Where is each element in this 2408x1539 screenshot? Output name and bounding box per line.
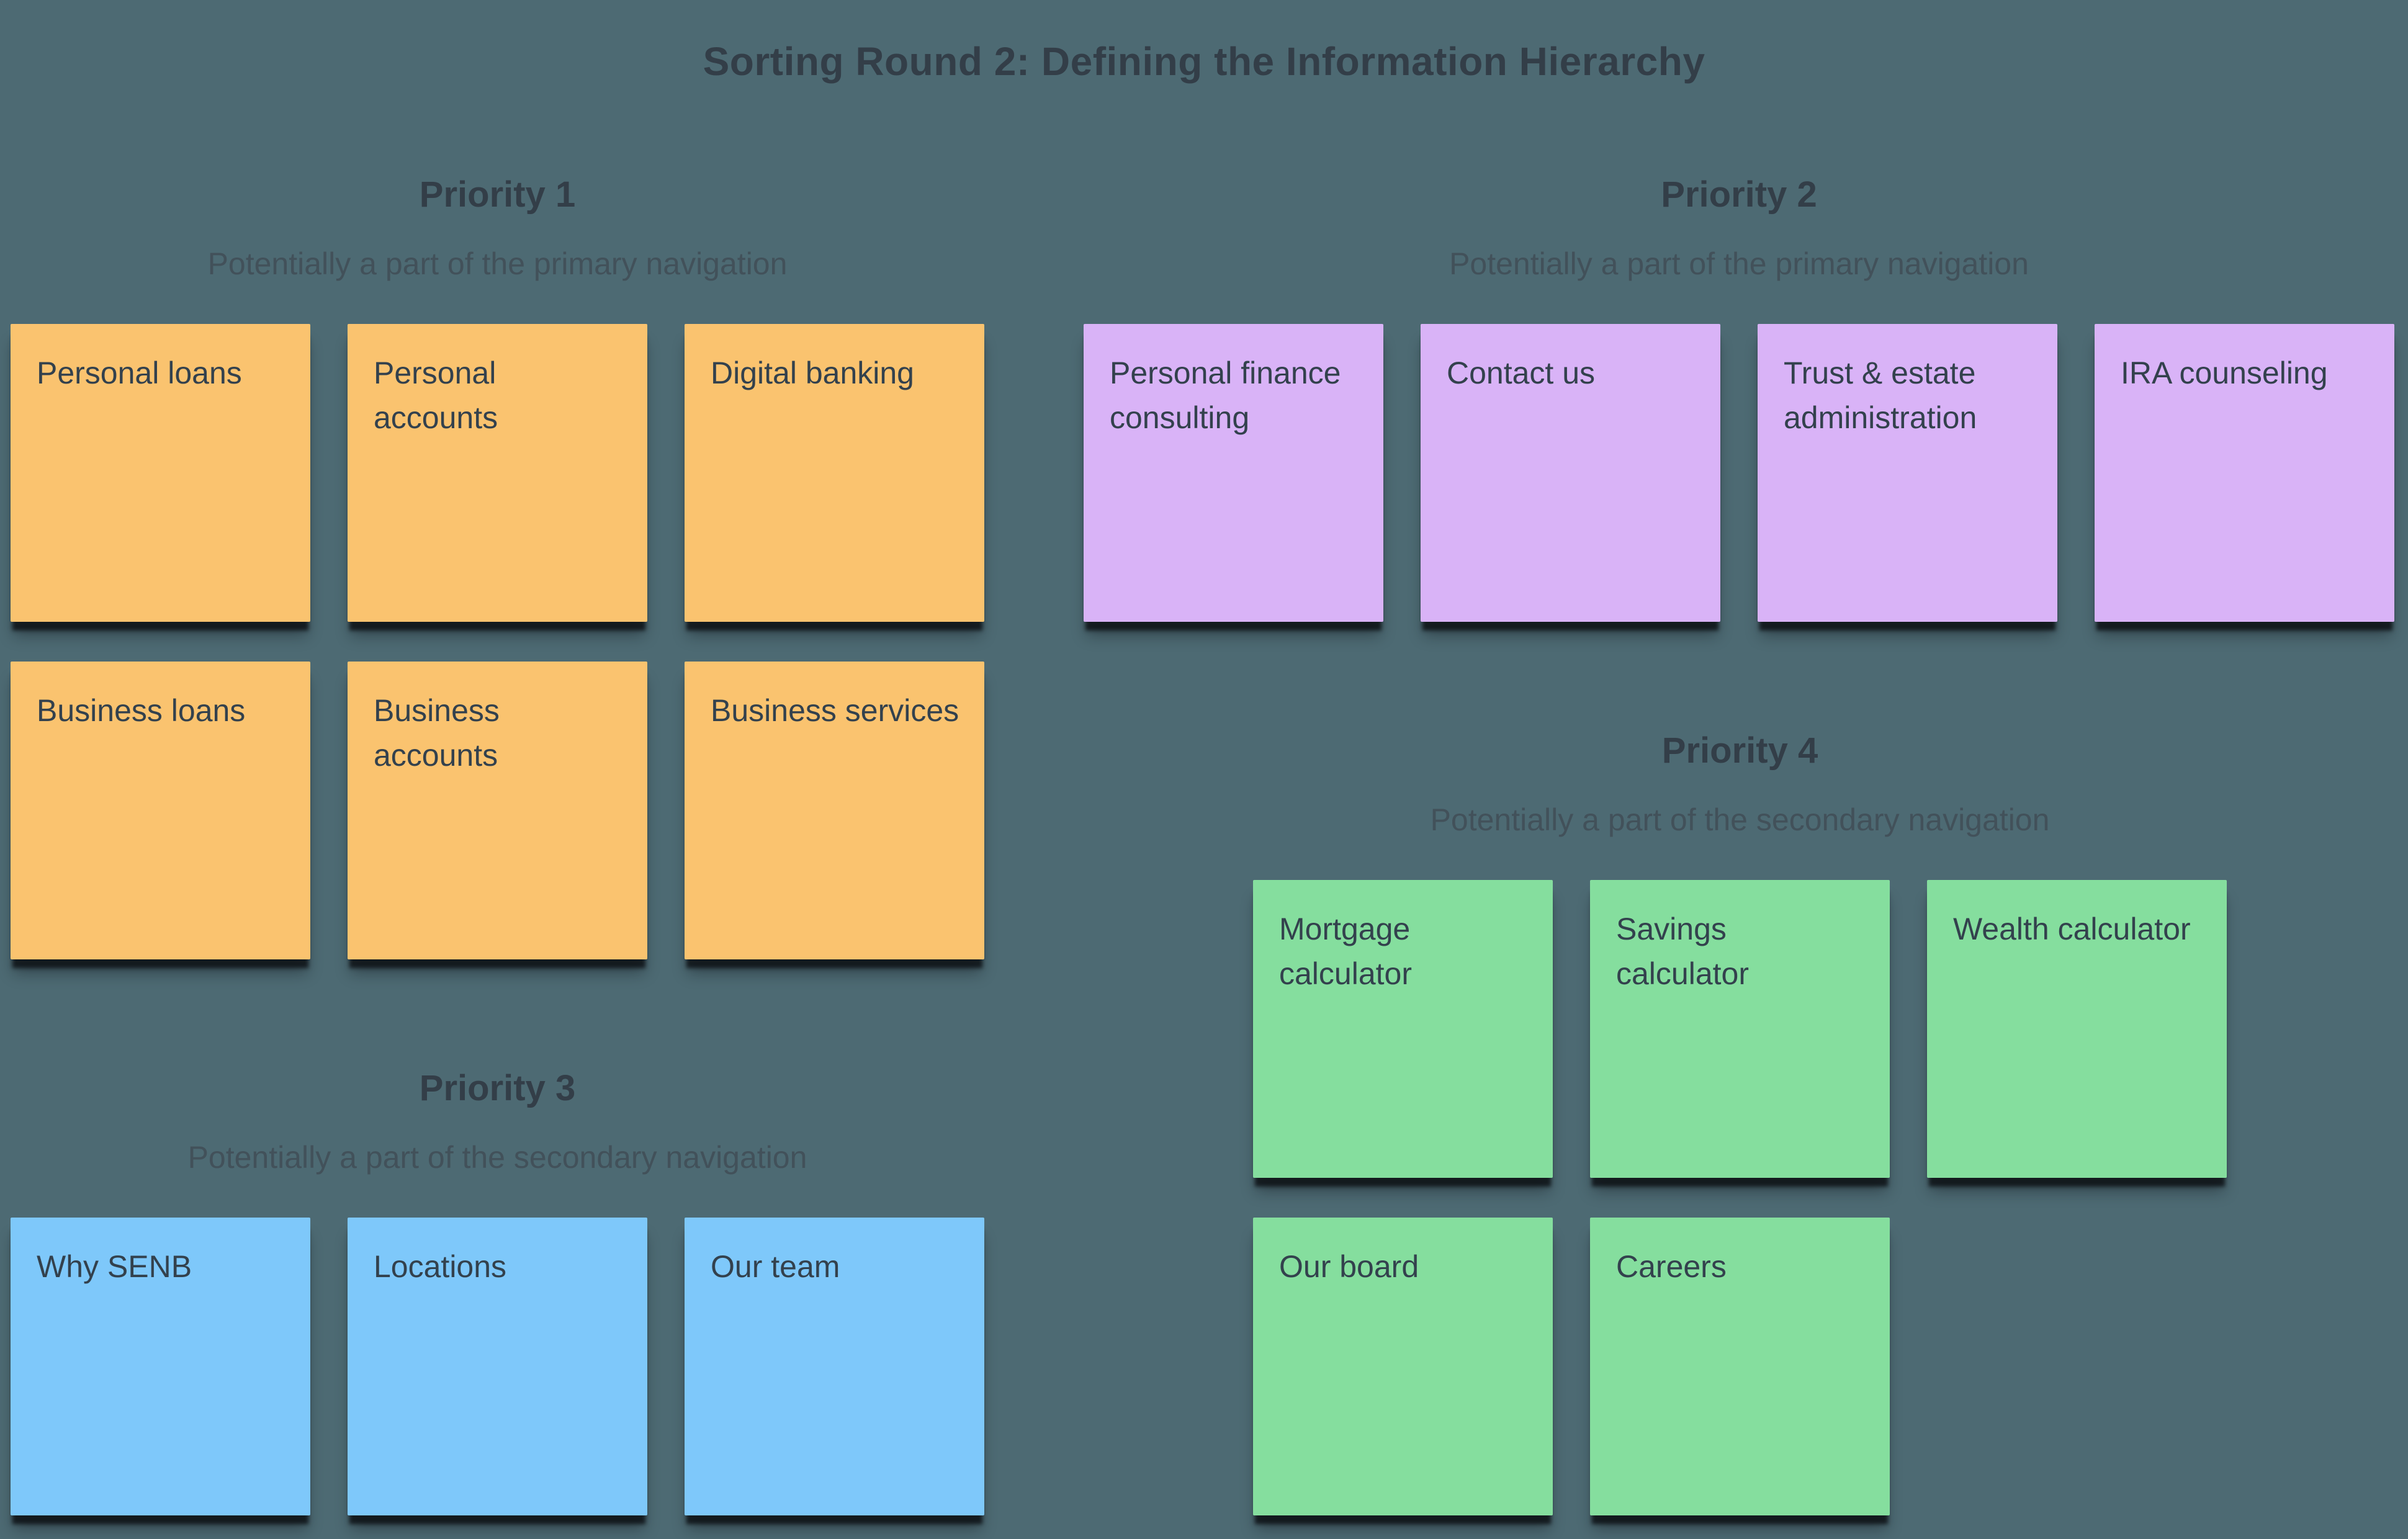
group-subtitle: Potentially a part of the secondary navi… — [187, 1140, 807, 1175]
note-row: Personal finance consulting Contact us Tru… — [1084, 324, 2394, 622]
group-heading: Priority 3 — [419, 1068, 576, 1108]
sticky-note-label: Careers — [1616, 1249, 1727, 1284]
sticky-note-label: Savings calculator — [1616, 912, 1749, 991]
sticky-note[interactable]: Digital banking — [685, 324, 984, 622]
note-row: Our board Careers — [1253, 1218, 2227, 1515]
group-priority-2: Priority 2 Potentially a part of the pri… — [1084, 174, 2394, 622]
sticky-note[interactable]: Business services — [685, 662, 984, 959]
sticky-note[interactable]: Savings calculator — [1590, 880, 1890, 1178]
group-priority-3: Priority 3 Potentially a part of the sec… — [11, 1067, 984, 1515]
note-row: Why SENB Locations Our team — [11, 1218, 984, 1515]
sticky-note[interactable]: Our team — [685, 1218, 984, 1515]
sticky-note-label: Our team — [711, 1249, 840, 1284]
sticky-note[interactable]: Business accounts — [348, 662, 647, 959]
sticky-note-label: Personal finance consulting — [1110, 356, 1341, 435]
group-heading: Priority 1 — [419, 174, 576, 215]
group-priority-4: Priority 4 Potentially a part of the sec… — [1253, 730, 2227, 1515]
sticky-note-label: IRA counseling — [2121, 356, 2328, 390]
note-row: Business loans Business accounts Business … — [11, 662, 984, 959]
sticky-note-label: Business services — [711, 693, 959, 728]
sticky-note-label: Locations — [374, 1249, 507, 1284]
sticky-note[interactable]: Careers — [1590, 1218, 1890, 1515]
sticky-note[interactable]: IRA counseling — [2095, 324, 2394, 622]
sticky-note-label: Wealth calculator — [1953, 912, 2191, 946]
sticky-note[interactable]: Trust & estate administration — [1758, 324, 2057, 622]
sticky-note-label: Why SENB — [37, 1249, 192, 1284]
sticky-note[interactable]: Mortgage calculator — [1253, 880, 1553, 1178]
sticky-note[interactable]: Wealth calculator — [1927, 880, 2227, 1178]
group-heading: Priority 4 — [1661, 730, 1818, 771]
note-row: Personal loans Personal accounts Digital b… — [11, 324, 984, 622]
sticky-note-label: Business loans — [37, 693, 246, 728]
sticky-note[interactable]: Locations — [348, 1218, 647, 1515]
sticky-note-label: Digital banking — [711, 356, 914, 390]
sticky-note[interactable]: Personal accounts — [348, 324, 647, 622]
group-heading: Priority 2 — [1661, 174, 1817, 215]
sticky-note[interactable]: Personal finance consulting — [1084, 324, 1383, 622]
note-rows: Personal finance consulting Contact us Tru… — [1084, 324, 2394, 622]
sticky-note-label: Personal accounts — [374, 356, 498, 435]
note-rows: Mortgage calculator Savings calculator Wea… — [1253, 880, 2227, 1515]
sticky-note[interactable]: Contact us — [1421, 324, 1720, 622]
sticky-note[interactable]: Business loans — [11, 662, 310, 959]
group-subtitle: Potentially a part of the primary naviga… — [207, 246, 788, 281]
sticky-note-label: Mortgage calculator — [1279, 912, 1412, 991]
group-subtitle: Potentially a part of the secondary navi… — [1430, 802, 2050, 837]
sticky-note[interactable]: Why SENB — [11, 1218, 310, 1515]
board-title: Sorting Round 2: Defining the Informatio… — [703, 38, 1705, 84]
group-priority-1: Priority 1 Potentially a part of the pri… — [11, 174, 984, 959]
note-row: Mortgage calculator Savings calculator Wea… — [1253, 880, 2227, 1178]
sticky-note-label: Our board — [1279, 1249, 1419, 1284]
sticky-note[interactable]: Our board — [1253, 1218, 1553, 1515]
group-subtitle: Potentially a part of the primary naviga… — [1449, 246, 2029, 281]
sticky-note-label: Business accounts — [374, 693, 500, 773]
note-rows: Personal loans Personal accounts Digital b… — [11, 324, 984, 959]
sticky-note-label: Trust & estate administration — [1784, 356, 1977, 435]
sticky-note-label: Personal loans — [37, 356, 242, 390]
sticky-note[interactable]: Personal loans — [11, 324, 310, 622]
note-rows: Why SENB Locations Our team — [11, 1218, 984, 1515]
sticky-note-label: Contact us — [1447, 356, 1596, 390]
